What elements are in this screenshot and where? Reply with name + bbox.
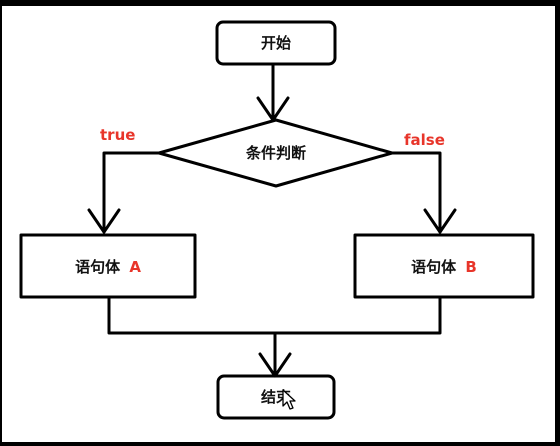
start-node: [215, 20, 337, 66]
statement-a-prefix: 语句体: [75, 258, 121, 276]
condition-label: 条件判断: [245, 144, 306, 162]
statement-b-node: [353, 233, 535, 299]
arrowhead-statement-b: [423, 208, 457, 234]
arrowhead-statement-a: [87, 208, 121, 234]
statement-b-letter: B: [465, 258, 476, 276]
connector-false-branch: [390, 151, 442, 234]
start-label: 开始: [261, 34, 291, 52]
mouse-cursor-icon: [282, 389, 296, 410]
true-branch-label: true: [100, 126, 135, 144]
end-node: [216, 374, 336, 420]
statement-b-label: 语句体 B: [411, 258, 477, 276]
connector-true-branch: [102, 151, 161, 234]
connector-merge: [107, 295, 442, 335]
false-branch-label: false: [404, 131, 445, 149]
statement-b-prefix: 语句体: [411, 258, 457, 276]
statement-a-letter: A: [129, 258, 141, 276]
statement-a-label: 语句体 A: [75, 258, 141, 276]
